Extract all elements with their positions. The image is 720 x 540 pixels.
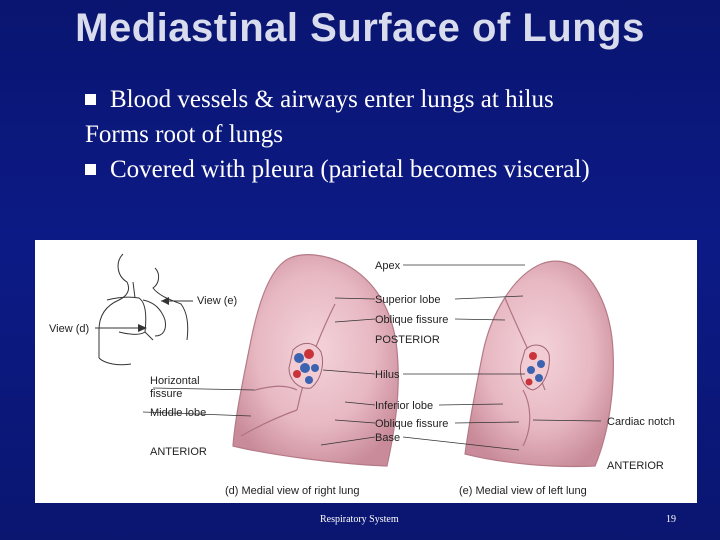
view-e-label: View (e): [197, 295, 237, 307]
caption-left-lung: (e) Medial view of left lung: [459, 485, 587, 497]
view-e-arrowhead: [161, 297, 169, 305]
footer-label: Respiratory System: [320, 514, 399, 525]
bullet-list: Blood vessels & airways enter lungs at h…: [85, 82, 705, 187]
middle-lobe-label: Middle lobe: [150, 407, 206, 419]
bullet-item: Forms root of lungs: [85, 117, 705, 152]
bullet-text: Blood vessels & airways enter lungs at h…: [110, 86, 554, 113]
bullet-text: Forms root of lungs: [85, 121, 283, 148]
anterior-right-label: ANTERIOR: [607, 460, 664, 472]
label-leader-lines: [142, 264, 602, 451]
square-bullet-icon: [85, 93, 96, 105]
apex-label: Apex: [375, 260, 401, 272]
square-bullet-icon: [85, 163, 96, 175]
left-lung-medial-illustration: [464, 260, 614, 468]
torso-outline-icon: [98, 253, 189, 366]
cardiac-notch-label: Cardiac notch: [607, 416, 675, 428]
posterior-label: POSTERIOR: [375, 334, 440, 346]
bullet-item: Covered with pleura (parietal becomes vi…: [85, 152, 705, 187]
slide-title: Mediastinal Surface of Lungs: [75, 6, 645, 50]
right-hilum-vessels-icon: [288, 343, 324, 389]
inferior-lobe-label: Inferior lobe: [375, 400, 433, 412]
page-number: 19: [666, 514, 676, 525]
view-d-label: View (d): [49, 323, 89, 335]
horizontal-fissure-label-line1: Horizontal: [150, 375, 200, 387]
left-hilum-vessels-icon: [520, 344, 550, 391]
right-lung-medial-illustration: [232, 254, 399, 467]
oblique-fissure-top-label: Oblique fissure: [375, 314, 448, 326]
anterior-left-label: ANTERIOR: [150, 446, 207, 458]
superior-lobe-label: Superior lobe: [375, 294, 440, 306]
hilus-label: Hilus: [375, 369, 400, 381]
view-d-arrowhead: [138, 324, 147, 332]
lung-illustration: View (e) View (d) Horizontal fissure Mid…: [49, 253, 675, 497]
oblique-fissure-bottom-label: Oblique fissure: [375, 418, 448, 430]
caption-right-lung: (d) Medial view of right lung: [225, 485, 360, 497]
bullet-item: Blood vessels & airways enter lungs at h…: [85, 82, 705, 117]
base-label: Base: [375, 432, 400, 444]
horizontal-fissure-label-line2: fissure: [150, 388, 182, 400]
lung-medial-view-figure: View (e) View (d) Horizontal fissure Mid…: [35, 240, 697, 503]
bullet-text: Covered with pleura (parietal becomes vi…: [110, 156, 590, 183]
